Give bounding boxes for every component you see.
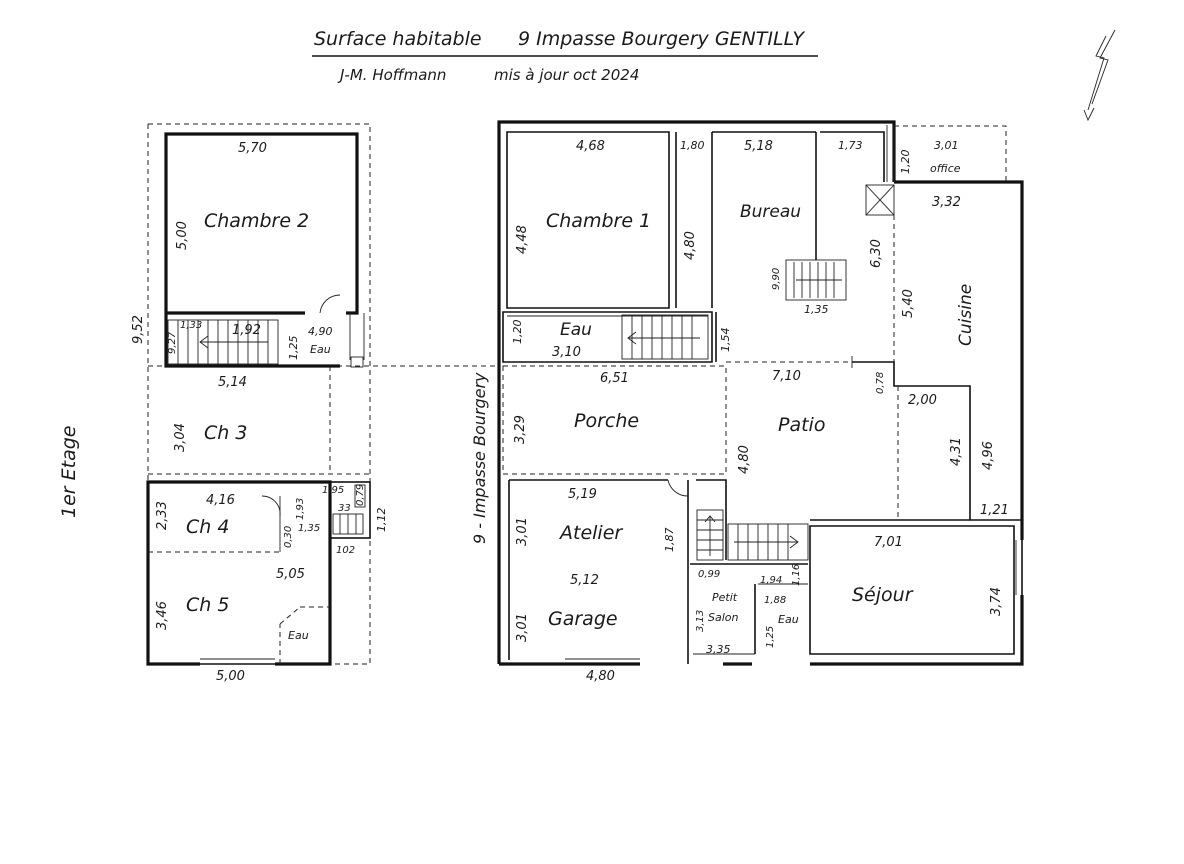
dim-atelier-height: 3,01 (515, 517, 530, 546)
dim-078: 0,78 (875, 371, 886, 394)
dim-173: 1,73 (838, 139, 863, 152)
dim-ch4-height: 2,33 (155, 501, 170, 530)
dim-eau-height: 1,20 (511, 319, 524, 345)
room-atelier: Atelier (560, 522, 623, 544)
dim-121: 1,21 (980, 503, 1009, 518)
dim-chambre1-width: 4,68 (576, 139, 605, 154)
room-ch-3: Ch 3 (204, 422, 248, 444)
room-sejour: Séjour (852, 584, 913, 606)
room-eau-ground: Eau (560, 320, 592, 340)
dim-upper-bottom: 5,00 (216, 669, 245, 684)
floor-label: 1er Etage (58, 425, 80, 518)
dim-ch5-width: 5,05 (276, 567, 305, 582)
dim-stair-b: 1,92 (232, 323, 261, 338)
dim-116: 1,16 (791, 563, 802, 586)
stair-upper (167, 319, 279, 365)
dim-335: 3,35 (706, 643, 731, 656)
dim-193: 1,93 (295, 497, 306, 520)
dim-patio-width: 7,10 (772, 369, 801, 384)
dim-125: 1,25 (287, 335, 300, 361)
dim-garage-height: 3,01 (515, 613, 530, 642)
dim-ch4-width: 4,16 (206, 493, 235, 508)
dim-431: 4,31 (949, 437, 964, 466)
plan-address: 9 Impasse Bourgery GENTILLY (518, 28, 804, 50)
dim-ch3-height: 3,04 (173, 423, 188, 452)
dim-195: 1,95 (322, 485, 345, 496)
dim-eau-width: 3,10 (552, 345, 581, 360)
dim-102: 102 (336, 545, 356, 556)
dim-099: 0,99 (698, 569, 721, 580)
dim-188: 1,88 (764, 595, 787, 606)
dim-ground-bottom: 4,80 (586, 669, 615, 684)
dim-chambre1-height: 4,48 (515, 225, 530, 254)
dim-079: 0,79 (355, 483, 366, 506)
dim-atelier-width: 5,19 (568, 487, 597, 502)
dim-480-corridor: 4,80 (683, 231, 698, 260)
plan-title: Surface habitable (314, 28, 482, 50)
dim-office-width: 3,01 (934, 139, 959, 152)
street-label: 9 - Impasse Bourgery (470, 372, 489, 544)
room-garage: Garage (548, 608, 618, 630)
plan-author: J-M. Hoffmann (340, 66, 447, 84)
room-eau-ch5: Eau (288, 629, 309, 642)
dim-154: 1,54 (719, 327, 732, 353)
dim-125-salon: 1,25 (765, 625, 776, 648)
room-eau-upper: Eau (310, 343, 331, 356)
dim-garage-width: 5,12 (570, 573, 599, 588)
dim-030: 0,30 (283, 525, 294, 548)
dim-stair-a: 1,33 (180, 320, 203, 331)
room-ch-4: Ch 4 (186, 516, 230, 538)
dim-194: 1,94 (760, 575, 783, 586)
dim-180: 1,80 (680, 139, 705, 152)
dim-135: 1,35 (298, 523, 321, 534)
upper-floor-plan (146, 123, 500, 666)
ground-floor-plan (497, 120, 1024, 666)
dim-porche-height: 3,29 (513, 415, 528, 444)
room-chambre-2: Chambre 2 (204, 210, 310, 232)
dim-overall-height: 9,52 (131, 315, 146, 344)
dim-630: 6,30 (869, 239, 884, 268)
dim-490: 4,90 (308, 325, 333, 338)
dim-496: 4,96 (981, 441, 996, 470)
dim-porche-width: 6,51 (600, 371, 629, 386)
dim-cuisine-width: 3,32 (932, 195, 961, 210)
north-arrow-icon (1083, 29, 1116, 122)
room-petit: Petit (712, 591, 738, 604)
dim-200: 2,00 (908, 393, 937, 408)
dim-313: 3,13 (695, 609, 706, 632)
dim-stair-c: 9,27 (167, 331, 178, 354)
dim-chambre2-width: 5,70 (238, 141, 267, 156)
room-cuisine: Cuisine (956, 283, 976, 346)
room-porche: Porche (574, 410, 640, 432)
room-eau-salon: Eau (778, 613, 799, 626)
dim-bureau-width: 5,18 (744, 139, 773, 154)
dim-990: 9,90 (771, 267, 782, 290)
room-ch-5: Ch 5 (186, 594, 230, 616)
dim-033: 33 (338, 503, 351, 514)
room-salon: Salon (708, 611, 739, 624)
dim-112: 1,12 (375, 507, 388, 533)
room-bureau: Bureau (740, 202, 802, 222)
dim-135-stair: 1,35 (804, 303, 829, 316)
dim-chambre2-height: 5,00 (175, 221, 190, 250)
dim-480-patio: 4,80 (737, 445, 752, 474)
room-patio: Patio (778, 414, 826, 436)
dim-ch5-height: 3,46 (155, 601, 170, 630)
room-chambre-1: Chambre 1 (546, 210, 652, 232)
dim-sejour-height: 3,74 (989, 587, 1004, 616)
dim-187: 1,87 (663, 527, 676, 553)
dim-540: 5,40 (901, 289, 916, 318)
dim-sejour-width: 7,01 (874, 535, 903, 550)
room-office: office (930, 162, 961, 175)
dim-120-office: 1,20 (899, 149, 912, 175)
dim-ch3-width: 5,14 (218, 375, 247, 390)
plan-update-date: mis à jour oct 2024 (494, 66, 640, 84)
